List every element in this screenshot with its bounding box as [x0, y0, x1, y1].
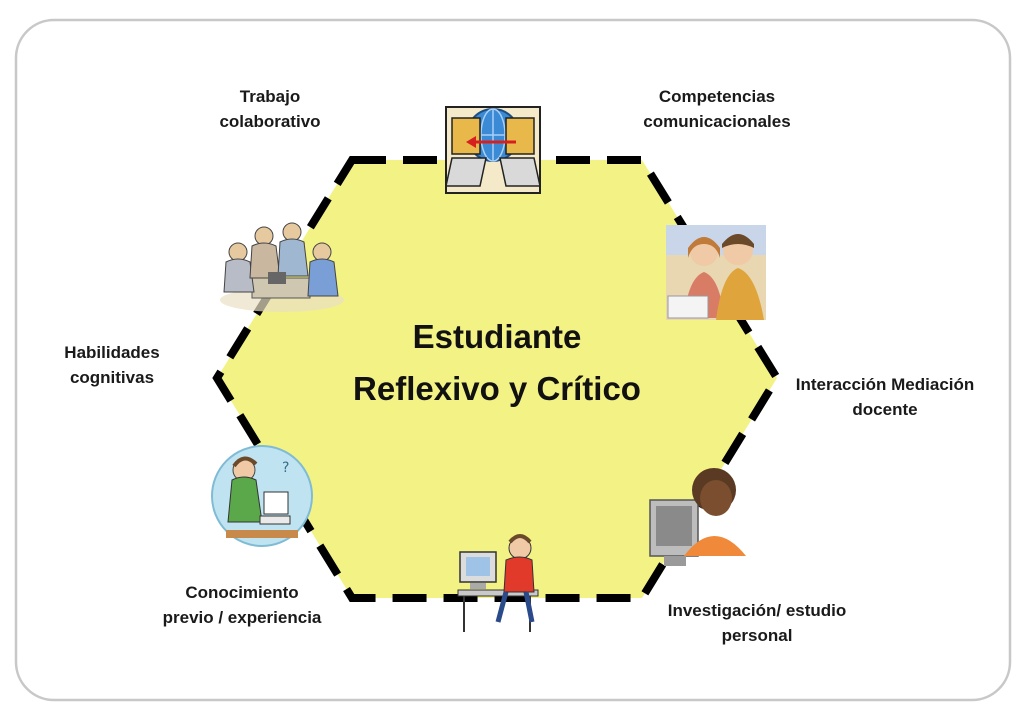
- label-interaccion-mediacion-docente: Interacción Mediación docente: [796, 372, 975, 422]
- student-studying-icon: ?: [211, 445, 313, 547]
- label-habilidades-line2: cognitivas: [69, 368, 155, 387]
- network-exchange-icon: [445, 106, 541, 194]
- label-interaccion-line2: docente: [852, 400, 918, 419]
- svg-text:?: ?: [282, 460, 289, 476]
- label-investigacion-line2: personal: [721, 626, 793, 645]
- person-monitor-icon: [649, 468, 746, 566]
- student-at-desk-computer-icon: [457, 534, 539, 632]
- label-investigacion-estudio: Investigación/ estudio personal: [668, 598, 847, 648]
- label-conocimiento-line1: Conocimiento: [185, 583, 299, 602]
- label-competencias-comunicacionales: Competencias comunicacionales: [643, 84, 790, 134]
- label-trabajo-line1: Trabajo: [239, 87, 301, 106]
- label-trabajo-line2: colaborativo: [219, 112, 321, 131]
- label-investigacion-line1: Investigación/ estudio: [667, 601, 847, 620]
- center-title-line2: Reflexivo y Crítico: [353, 370, 641, 407]
- students-at-computer-icon: [666, 225, 766, 320]
- label-interaccion-line1: Interacción Mediación: [795, 375, 975, 394]
- label-conocimiento-line2: previo / experiencia: [162, 608, 322, 627]
- label-competencias-line2: comunicacionales: [643, 112, 791, 131]
- label-habilidades-line1: Habilidades: [64, 343, 160, 362]
- label-conocimiento-previo: Conocimiento previo / experiencia: [163, 580, 322, 630]
- label-competencias-line1: Competencias: [658, 87, 776, 106]
- hexagon-shape: [212, 156, 782, 602]
- label-trabajo-colaborativo: Trabajo colaborativo: [219, 84, 320, 134]
- center-title-line1: Estudiante: [412, 318, 582, 355]
- team-meeting-icon: [220, 222, 344, 312]
- label-habilidades-cognitivas: Habilidades cognitivas: [64, 340, 159, 390]
